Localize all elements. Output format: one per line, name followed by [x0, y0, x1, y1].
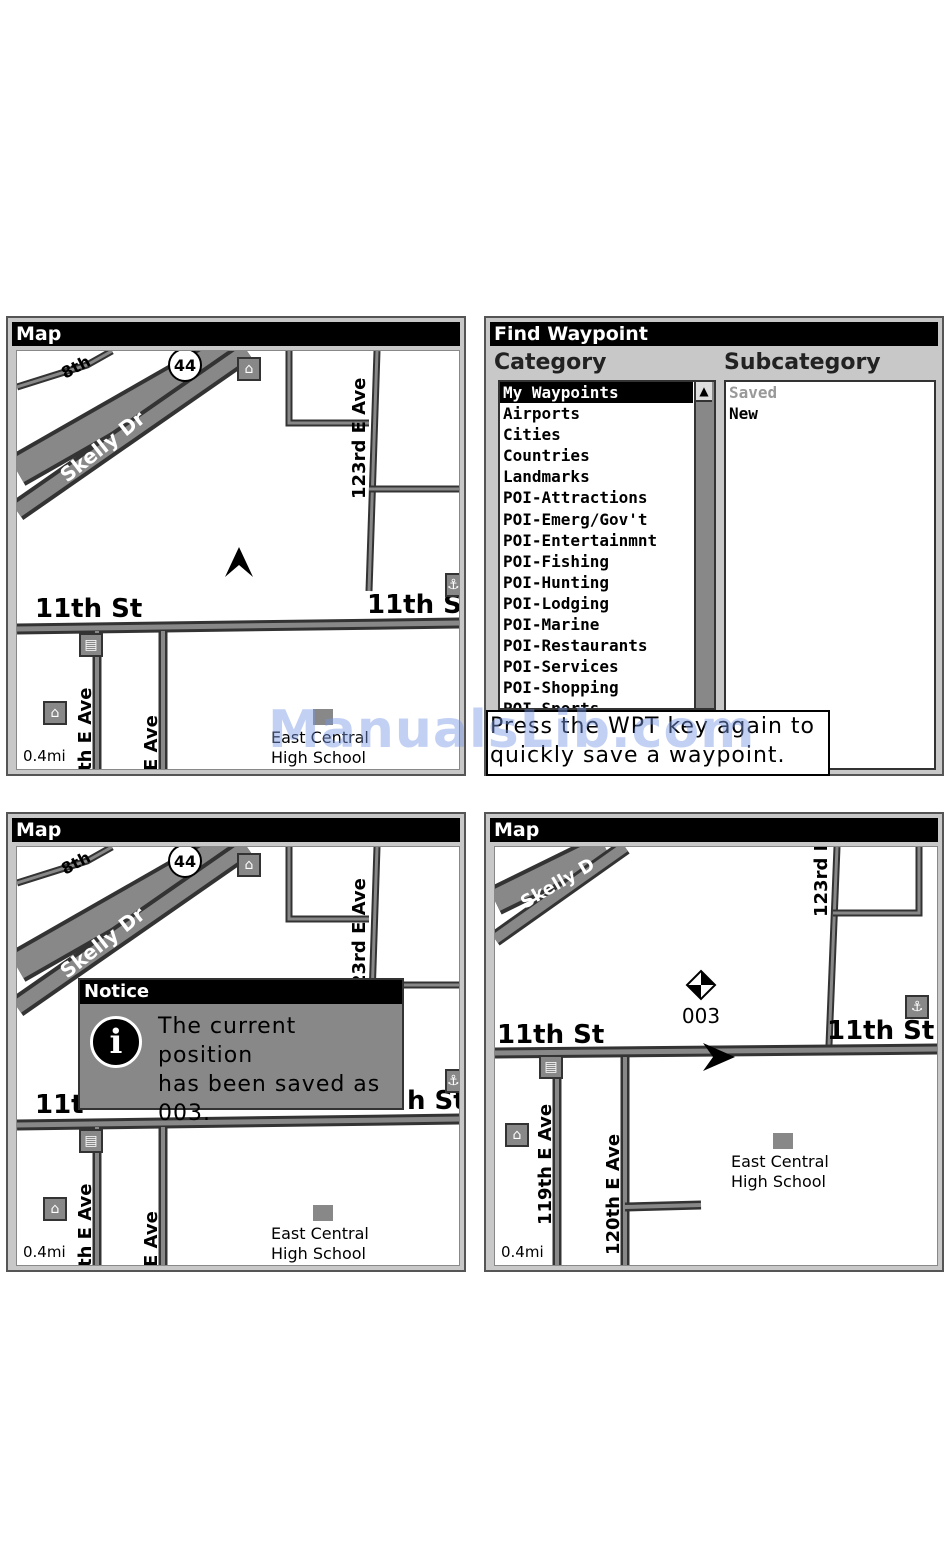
map-screen-1: Map 44 Skelly Dr 8th 123rd E — [6, 316, 466, 776]
notice-message: The current position has been saved as 0… — [158, 1012, 398, 1128]
landmark-icon: ⌂ — [43, 701, 67, 725]
map-scale: 0.4mi — [499, 1243, 546, 1261]
road-label-11th-left: 11th St — [35, 594, 142, 624]
school-label-line1: East Central — [271, 1224, 369, 1243]
road-label-11th-right: 11th St — [367, 590, 460, 620]
road-label-e-ave: E Ave — [141, 1211, 162, 1266]
notice-line1: The current position — [158, 1014, 297, 1068]
info-icon: i — [90, 1016, 142, 1068]
list-item[interactable]: POI-Fishing — [503, 551, 609, 571]
scrollbar[interactable]: ▲ — [694, 382, 714, 708]
list-item[interactable]: POI-Sports — [503, 699, 600, 710]
position-arrow-icon — [225, 547, 253, 577]
road-label-e-ave: E Ave — [141, 715, 162, 770]
school-label-line2: High School — [271, 1244, 366, 1263]
list-item-saved: Saved — [729, 383, 778, 402]
road-label-123rd: 23rd E Ave — [349, 878, 370, 987]
notice-line3: 003. — [158, 1101, 211, 1126]
landmark-icon: ⌂ — [505, 1123, 529, 1147]
map-screen-waypoint: Map 003 Skelly D 123rd E 11t — [484, 812, 944, 1272]
lodging-icon: ▤ — [539, 1055, 563, 1079]
road-label-8th: 8th — [58, 848, 94, 879]
list-item[interactable]: POI-Lodging — [503, 593, 609, 613]
subcategory-header: Subcategory — [724, 350, 881, 375]
road-label-11th-left: 11t — [35, 1090, 84, 1120]
tip-line1: Press the WPT key again to — [490, 714, 816, 739]
category-header: Category — [494, 350, 607, 375]
screen-title: Map — [12, 818, 460, 842]
watermark: ManualsLib.com — [268, 700, 756, 760]
school-label-line2: High School — [271, 748, 366, 767]
map-scale: 0.4mi — [21, 1243, 68, 1261]
school-icon — [313, 1205, 333, 1221]
tip-line2: quickly save a waypoint. — [490, 743, 786, 768]
school-label-line2: High School — [731, 1172, 826, 1191]
road-label-11th-left: 11th St — [497, 1020, 604, 1050]
position-arrow-icon — [703, 1043, 735, 1071]
list-item-my-waypoints[interactable]: My Waypoints — [500, 382, 693, 404]
road-label-123rd: 123rd E — [811, 847, 832, 917]
lodging-icon: ▤ — [79, 633, 103, 657]
notice-dialog[interactable]: Notice i The current position has been s… — [78, 978, 404, 1126]
subcategory-list[interactable]: Saved New — [724, 380, 936, 770]
road-label-119th: 119th E Ave — [535, 1104, 556, 1225]
map-view[interactable]: 003 Skelly D 123rd E 11th St 11th St 119… — [494, 846, 938, 1266]
list-item[interactable]: POI-Restaurants — [503, 636, 648, 656]
list-item[interactable]: POI-Attractions — [503, 488, 648, 508]
school-label-line1: East Central — [731, 1152, 829, 1171]
screen-title: Map — [490, 818, 938, 842]
school-label-line1: East Central — [271, 728, 369, 747]
notice-title: Notice — [80, 980, 402, 1004]
list-item[interactable]: POI-Emerg/Gov't — [503, 509, 648, 529]
highway-shield-icon — [168, 847, 202, 878]
school-icon — [313, 709, 333, 725]
tip-popup: Press the WPT key again to quickly save … — [486, 710, 830, 776]
list-item[interactable]: POI-Services — [503, 657, 619, 677]
marine-icon: ⚓ — [905, 995, 929, 1019]
road-label-119th: th E Ave — [75, 1184, 96, 1266]
notice-line2: has been saved as — [158, 1072, 381, 1097]
list-item[interactable]: POI-Hunting — [503, 572, 609, 592]
list-item[interactable]: Airports — [503, 404, 581, 424]
landmark-icon: ⌂ — [237, 853, 261, 877]
scroll-up-icon[interactable]: ▲ — [696, 382, 712, 402]
school-icon — [773, 1133, 793, 1149]
lodging-icon: ▤ — [79, 1129, 103, 1153]
list-item[interactable]: Cities — [503, 425, 561, 445]
landmark-icon: ⌂ — [237, 357, 261, 381]
marine-icon: ⚓ — [445, 1069, 459, 1093]
find-waypoint-screen: Find Waypoint Category Subcategory My Wa… — [484, 316, 944, 776]
waypoint-label: 003 — [682, 1004, 720, 1028]
highway-label: 44 — [174, 852, 196, 871]
road-label-120th: 120th E Ave — [603, 1134, 624, 1255]
map-scale: 0.4mi — [21, 747, 68, 765]
list-item[interactable]: POI-Entertainmnt — [503, 530, 658, 550]
category-list[interactable]: My Waypoints Airports Cities Countries L… — [498, 380, 716, 710]
list-item[interactable]: Landmarks — [503, 467, 590, 487]
road-label-119th: th E Ave — [75, 688, 96, 770]
screen-title: Find Waypoint — [490, 322, 938, 346]
list-item-new[interactable]: New — [729, 404, 758, 424]
marine-icon: ⚓ — [445, 573, 459, 597]
road-label-11th-right: 11th St — [827, 1016, 934, 1046]
map-view[interactable]: 44 Skelly Dr 8th 123rd E Ave 11th St 11t… — [16, 350, 460, 770]
road-label-123rd: 123rd E Ave — [349, 378, 370, 499]
list-item[interactable]: Countries — [503, 446, 590, 466]
highway-label: 44 — [174, 356, 196, 375]
screen-title: Map — [12, 322, 460, 346]
landmark-icon: ⌂ — [43, 1197, 67, 1221]
map-screen-notice: Map 44 Skelly Dr 8th 23rd E Ave — [6, 812, 466, 1272]
road-label-8th: 8th — [58, 352, 94, 383]
list-item[interactable]: POI-Shopping — [503, 678, 619, 698]
list-item[interactable]: POI-Marine — [503, 615, 600, 635]
highway-shield-icon — [168, 351, 202, 382]
